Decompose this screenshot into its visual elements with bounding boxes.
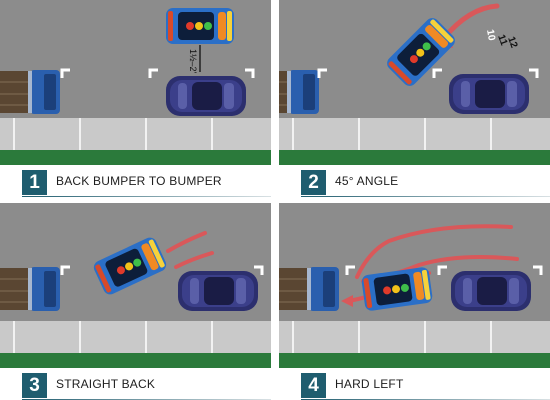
sidewalk: [0, 321, 271, 353]
clock-12-label: 12: [505, 35, 519, 50]
panel-step-3: 3 STRAIGHT BACK: [0, 203, 271, 400]
step-label: BACK BUMPER TO BUMPER: [56, 174, 222, 188]
sidewalk-joints: [13, 118, 213, 150]
caption-underline: [22, 196, 271, 197]
step-number: 4: [301, 373, 326, 398]
truck: [0, 266, 61, 312]
panel-step-1: 1½–2' 1 BACK BUMPER TO BUMPER: [0, 0, 271, 197]
caption-underline: [301, 196, 550, 197]
step-number: 2: [301, 170, 326, 195]
sidewalk-joints: [292, 321, 492, 353]
step-caption: 2 45° ANGLE: [279, 165, 550, 197]
clock-11-label: 11: [495, 33, 509, 47]
sidewalk: [279, 118, 550, 150]
distance-label: 1½–2': [188, 49, 198, 74]
step-caption: 4 HARD LEFT: [279, 368, 550, 400]
sidewalk: [0, 118, 271, 150]
parked-car: [449, 74, 529, 114]
clock-10-label: 10: [484, 29, 497, 42]
parking-scene-step-1: 1½–2': [0, 0, 271, 165]
panel-step-4: 4 HARD LEFT: [279, 203, 550, 400]
grass-strip: [0, 353, 271, 368]
arrow-head: [341, 295, 353, 307]
parked-car: [451, 271, 531, 311]
parked-car: [178, 271, 258, 311]
step-caption: 3 STRAIGHT BACK: [0, 368, 271, 400]
parked-car: [166, 76, 246, 116]
turn-arrow: [355, 224, 513, 279]
parking-scene-step-4: [279, 203, 550, 368]
truck: [0, 69, 61, 115]
learner-car: [166, 8, 234, 44]
parking-scene-step-2: 10 11 12: [279, 0, 550, 165]
sidewalk-joints: [292, 118, 492, 150]
step-label: 45° ANGLE: [335, 174, 399, 188]
truck: [279, 69, 320, 115]
step-label: HARD LEFT: [335, 377, 404, 391]
panel-step-2: 10 11 12 2 45° ANGLE: [279, 0, 550, 197]
sidewalk-joints: [13, 321, 213, 353]
grass-strip: [0, 150, 271, 165]
sidewalk: [279, 321, 550, 353]
parking-scene-step-3: [0, 203, 271, 368]
step-caption: 1 BACK BUMPER TO BUMPER: [0, 165, 271, 197]
backing-arrow: [174, 251, 214, 269]
step-number: 3: [22, 373, 47, 398]
step-number: 1: [22, 170, 47, 195]
truck: [279, 266, 340, 312]
step-label: STRAIGHT BACK: [56, 377, 156, 391]
grass-strip: [279, 150, 550, 165]
grass-strip: [279, 353, 550, 368]
backing-arrow: [166, 231, 207, 253]
